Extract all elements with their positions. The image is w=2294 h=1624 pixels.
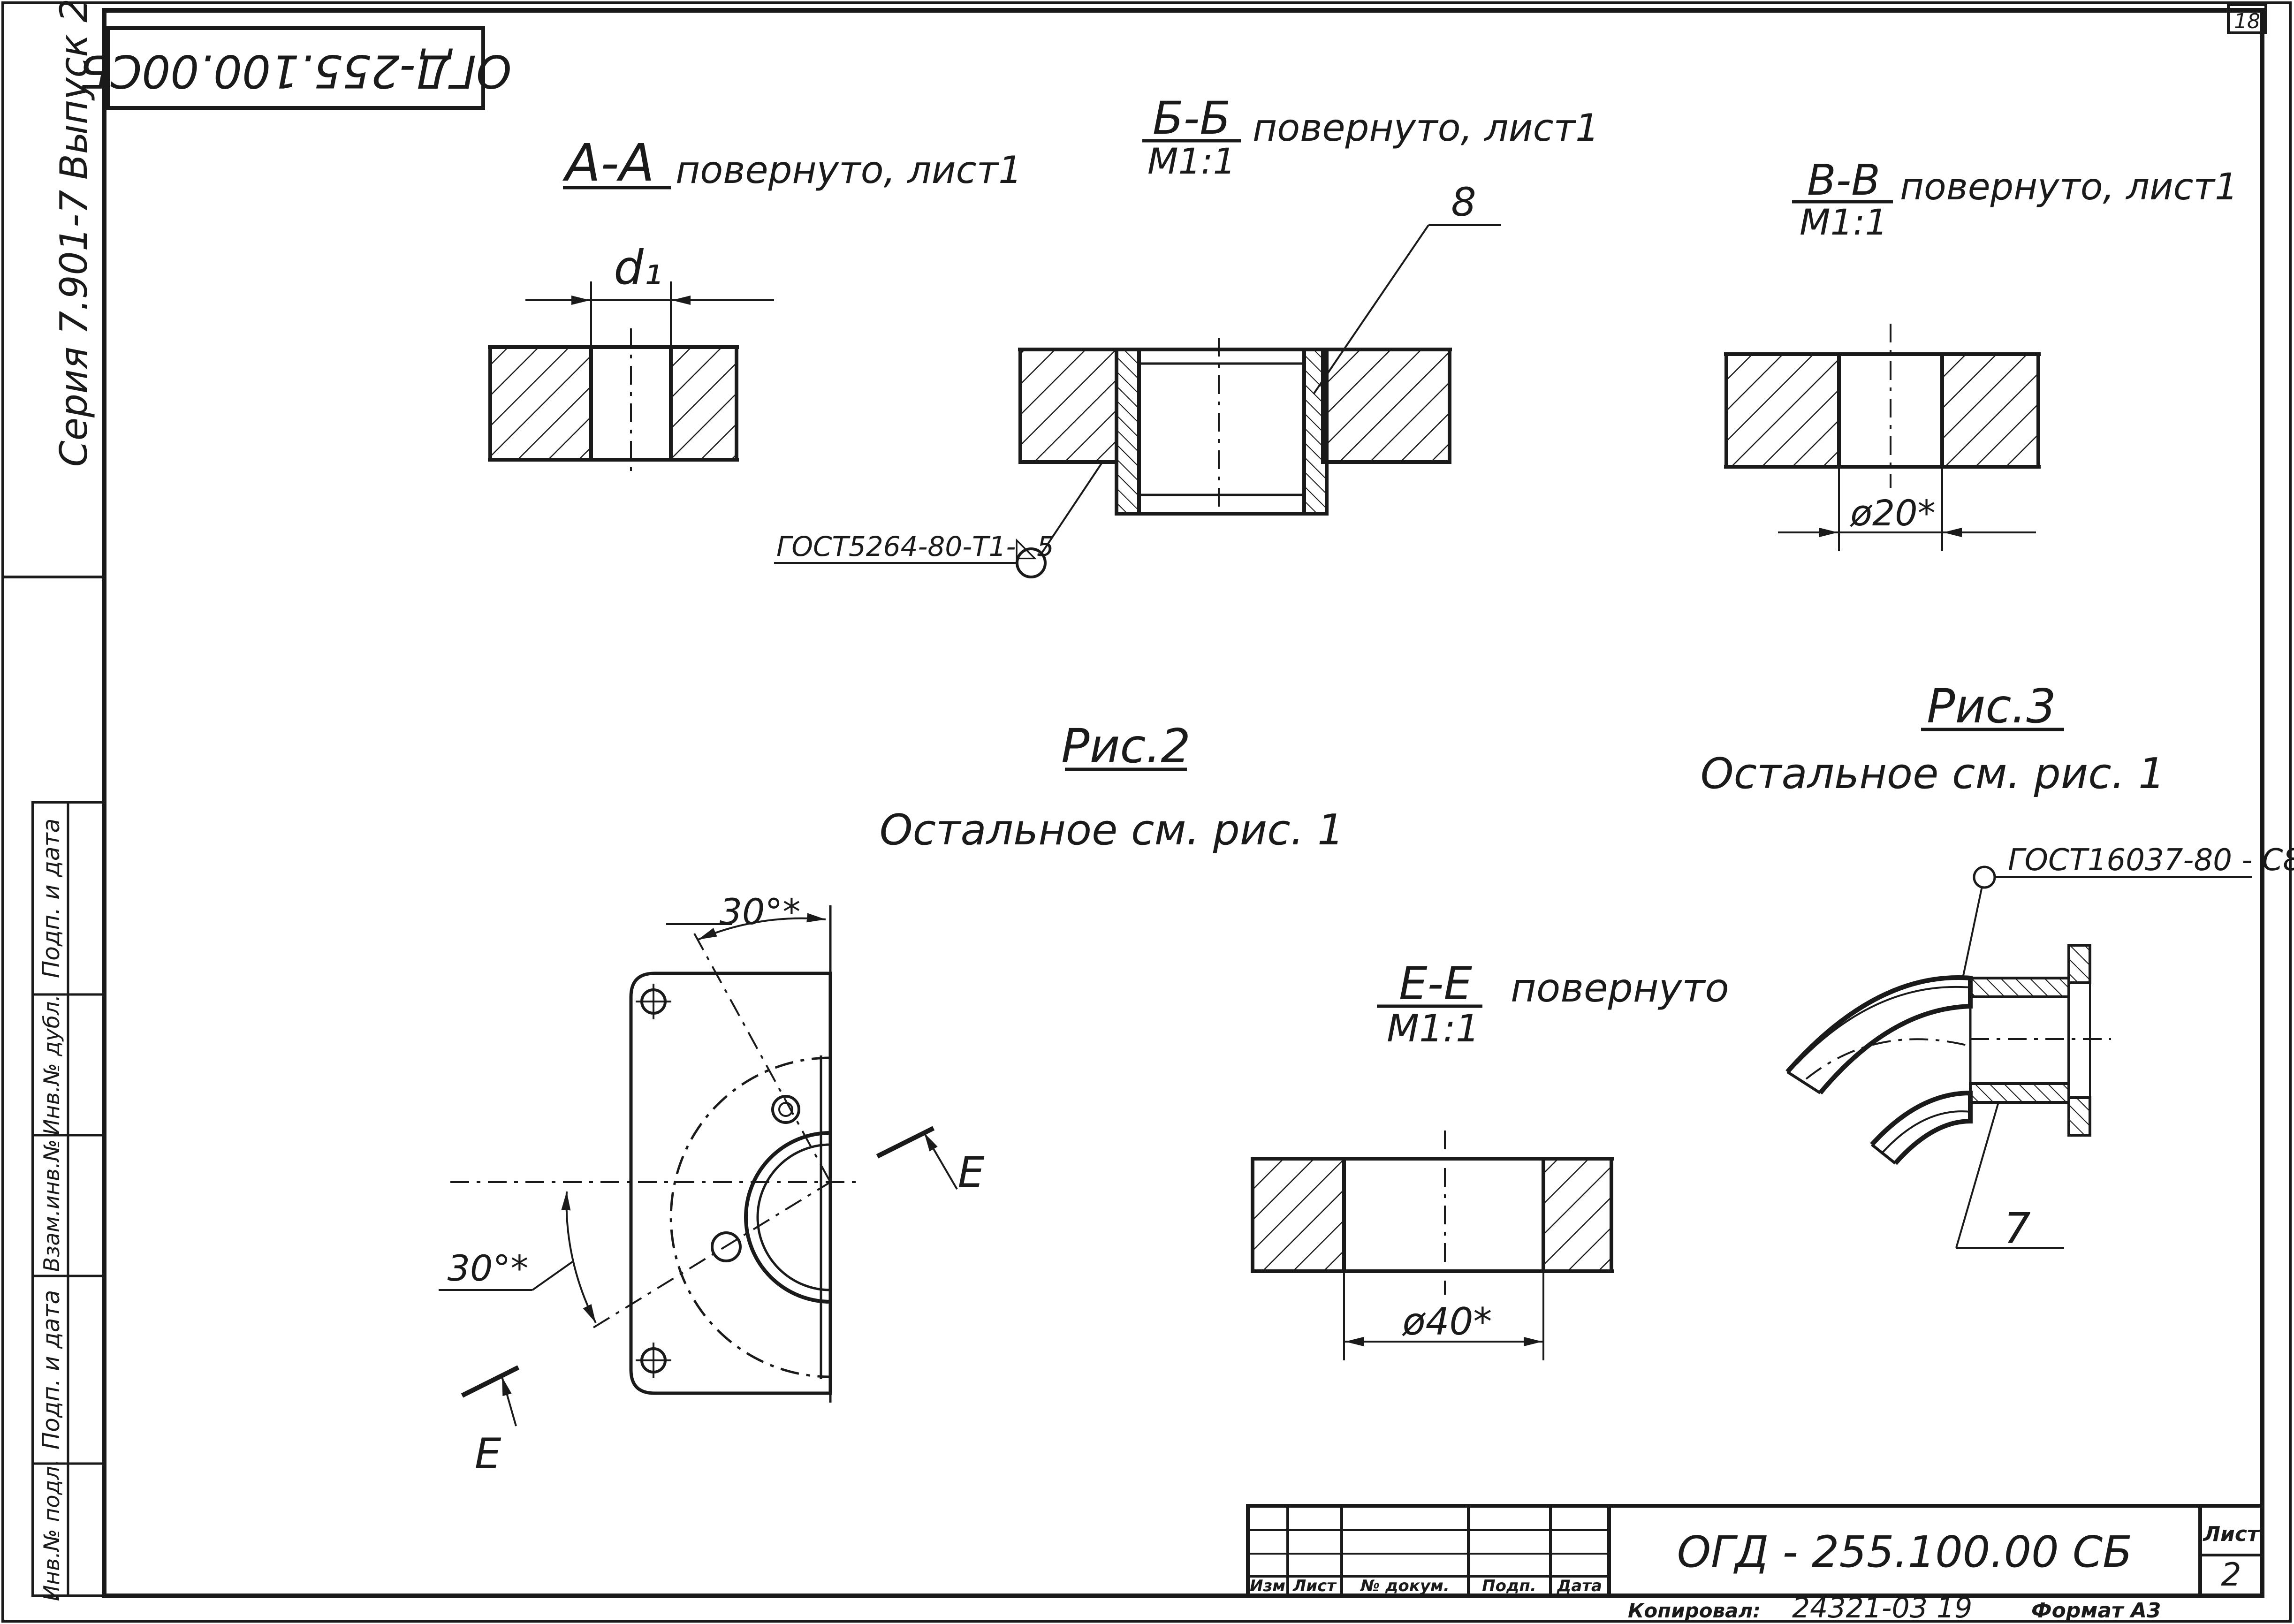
top-code-stamp: ОГД-255.100.00СБ [79,26,512,110]
section-ee-label: Е-Е [1399,957,1472,1010]
section-bb-weld: ГОСТ5264-80-Т1-◺5 [776,531,1054,562]
fig3-elbow-view: ГОСТ16037-80 - С8 7 [1785,843,2294,1253]
section-bb-label: Б-Б [1153,92,1231,144]
issue-label: Выпуск 2 [52,0,96,180]
series-label: Серия 7.901-7 [52,190,96,467]
fig3-weld: ГОСТ16037-80 - С8 [2008,843,2294,878]
side-stamp-cell-1: Подп. и дата [38,819,65,979]
tb-format: Формат А3 [2031,1599,2161,1623]
section-ee-note: повернуто [1511,965,1729,1011]
tb-sheet-label: Лист [2203,1522,2260,1546]
tb-header-date: Дата [1557,1577,1602,1595]
section-vv-scale: М1:1 [1800,201,1888,243]
section-ee-dim: ø40* [1402,1300,1492,1343]
fig2-plan-view: 30°* 30°* Е Е [439,891,985,1479]
fig2-note: Остальное см. рис. 1 [880,805,1344,855]
tb-header-list: Лист [1292,1577,1337,1595]
fig3-title: Рис.3 [1927,679,2056,734]
fig2-title: Рис.2 [1061,719,1191,774]
title-block [1246,1504,2264,1598]
top-doc-code: ОГД-255.100.00СБ [79,45,511,98]
section-bb: Б-Б М1:1 повернуто, лист1 8 ГОСТ5264-80-… [774,92,1599,578]
tb-copied-value: 24321-03 19 [1792,1592,1972,1624]
side-stamp-cell-2: Инв.№ дубл. [39,994,64,1135]
tb-header-izm: Изм [1250,1577,1285,1595]
section-vv-note: повернуто, лист1 [1900,166,2238,208]
section-ee: Е-Е М1:1 повернуто ø40* [1251,957,1729,1360]
section-ee-scale: М1:1 [1387,1007,1480,1050]
fig2-angle-top: 30°* [720,891,801,933]
section-bb-scale: М1:1 [1147,140,1236,182]
side-stamp [31,801,106,1597]
section-bb-callout: 8 [1451,179,1476,225]
fig2-angle-left: 30°* [448,1247,529,1289]
sheet-number: 18 [2234,9,2260,33]
fig2-cut-mark-bottom: Е [475,1429,501,1479]
section-aa-note: повернуто, лист1 [676,148,1022,192]
tb-header-sign: Подп. [1482,1577,1536,1595]
section-aa: А-А повернуто, лист1 d₁ [488,133,1022,474]
section-bb-note: повернуто, лист1 [1253,106,1599,150]
section-vv-label: В-В [1807,156,1880,205]
section-vv: В-В М1:1 повернуто, лист1 ø20* [1724,156,2238,551]
section-vv-dim: ø20* [1849,492,1935,534]
section-aa-label: А-А [562,133,654,193]
side-stamp-cell-4: Подп. и дата [38,1290,65,1450]
side-stamp-cell-3: Взам.инв.№ [39,1139,64,1272]
tb-sheet-value: 2 [2221,1556,2241,1594]
fig3-callout: 7 [2004,1204,2030,1253]
tb-doc-code: ОГД - 255.100.00 СБ [1677,1527,2133,1577]
fig2-cut-mark-top: Е [958,1148,985,1197]
fig3-note: Остальное см. рис. 1 [1701,749,2165,798]
side-stamp-cell-5: Инв.№ подл. [39,1459,64,1601]
tb-header-doc: № докум. [1360,1577,1450,1595]
tb-copied-label: Копировал: [1628,1599,1761,1622]
section-aa-dim: d₁ [614,240,662,295]
